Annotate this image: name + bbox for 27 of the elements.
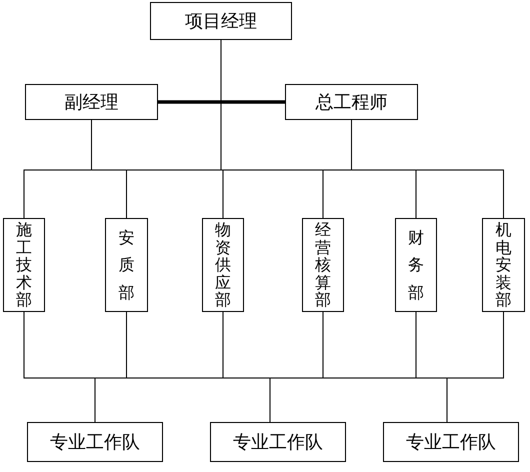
role-title: 专业工作队 bbox=[50, 431, 140, 454]
org-box bbox=[383, 422, 519, 462]
connector-line bbox=[158, 100, 285, 104]
org-box bbox=[27, 422, 163, 462]
role-title: 总工程师 bbox=[316, 91, 388, 114]
department-name: 经营核算部 bbox=[315, 221, 331, 309]
org-box bbox=[25, 84, 158, 120]
department-name: 物资供应部 bbox=[215, 221, 231, 309]
department-box bbox=[482, 218, 525, 312]
org-box bbox=[285, 84, 418, 120]
connector-line bbox=[351, 120, 504, 218]
department-box bbox=[105, 218, 148, 312]
department-box bbox=[3, 218, 45, 312]
role-title: 专业工作队 bbox=[233, 431, 323, 454]
department-name: 财务部 bbox=[408, 227, 424, 304]
department-box bbox=[395, 218, 437, 312]
org-box bbox=[150, 2, 292, 40]
department-box bbox=[202, 218, 244, 312]
role-title: 副经理 bbox=[64, 91, 118, 114]
role-title: 专业工作队 bbox=[406, 431, 496, 454]
department-name: 安质部 bbox=[118, 227, 134, 304]
connector-line bbox=[446, 312, 504, 422]
department-name: 机电安装部 bbox=[496, 221, 512, 309]
role-title: 项目经理 bbox=[185, 10, 257, 33]
department-box bbox=[302, 218, 344, 312]
org-box bbox=[210, 422, 346, 462]
department-name: 施工技术部 bbox=[16, 221, 32, 309]
